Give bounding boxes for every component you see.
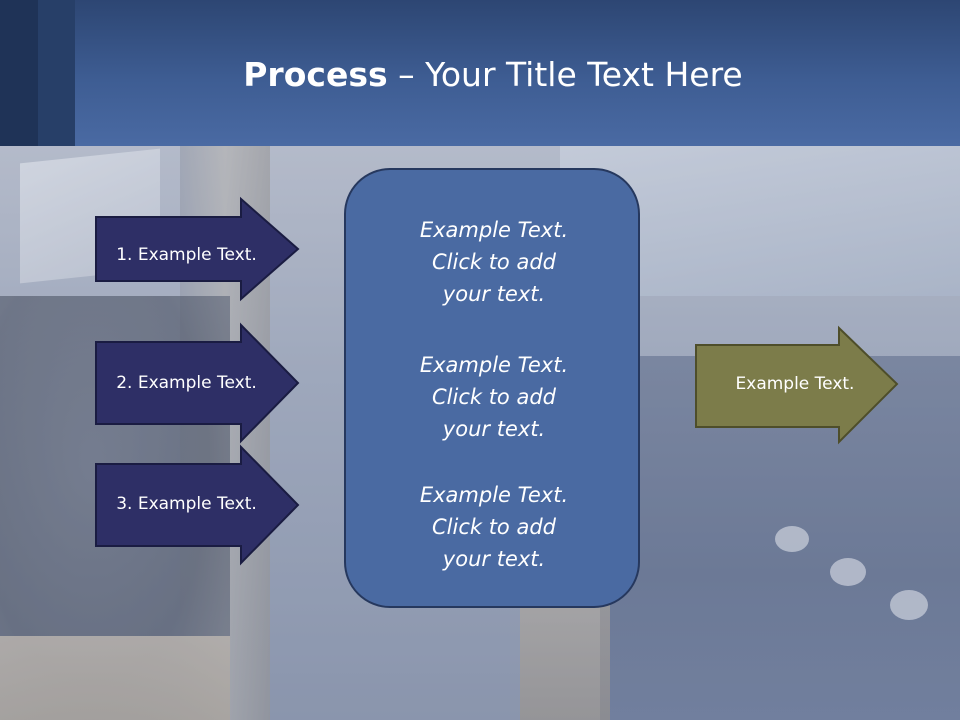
input-arrow-3-label[interactable]: 3. Example Text. (116, 494, 257, 514)
process-text-block-1[interactable]: Example Text. Click to add your text. (346, 214, 642, 310)
output-arrow-shape (695, 325, 899, 445)
process-box[interactable]: Example Text. Click to add your text. Ex… (344, 168, 640, 608)
photo-wood-corner (0, 636, 230, 720)
input-arrow-1-label[interactable]: 1. Example Text. (116, 245, 257, 265)
input-arrow-3[interactable] (95, 444, 300, 566)
input-arrow-3-shape (95, 444, 300, 566)
input-arrow-1[interactable] (95, 196, 300, 302)
header-accent-mid (38, 0, 75, 146)
process-text-line: your text. (442, 282, 546, 306)
process-text-block-3[interactable]: Example Text. Click to add your text. (346, 479, 642, 575)
photo-knob (830, 558, 866, 586)
process-text-line: Example Text. (419, 218, 569, 242)
process-text-line: Example Text. (419, 483, 569, 507)
process-text-line: Click to add (431, 250, 556, 274)
input-arrow-2-label[interactable]: 2. Example Text. (116, 373, 257, 393)
process-text-line: your text. (442, 547, 546, 571)
title-bar: Process – Your Title Text Here (0, 0, 960, 146)
photo-knob (890, 590, 928, 620)
process-text-block-2[interactable]: Example Text. Click to add your text. (346, 349, 642, 445)
output-arrow[interactable] (695, 325, 900, 445)
input-arrow-2-shape (95, 322, 300, 444)
process-text-line: your text. (442, 417, 546, 441)
process-text-line: Example Text. (419, 353, 569, 377)
title-bold-text: Process (243, 55, 388, 94)
process-text-line: Click to add (431, 385, 556, 409)
input-arrow-2[interactable] (95, 322, 300, 444)
output-arrow-label[interactable]: Example Text. (735, 374, 855, 394)
slide-title[interactable]: Process – Your Title Text Here (0, 52, 960, 98)
photo-knob (775, 526, 809, 552)
process-text-line: Click to add (431, 515, 556, 539)
header-accent-dark (0, 0, 38, 146)
input-arrow-1-shape (95, 196, 300, 302)
title-rest-text: – Your Title Text Here (387, 55, 743, 94)
